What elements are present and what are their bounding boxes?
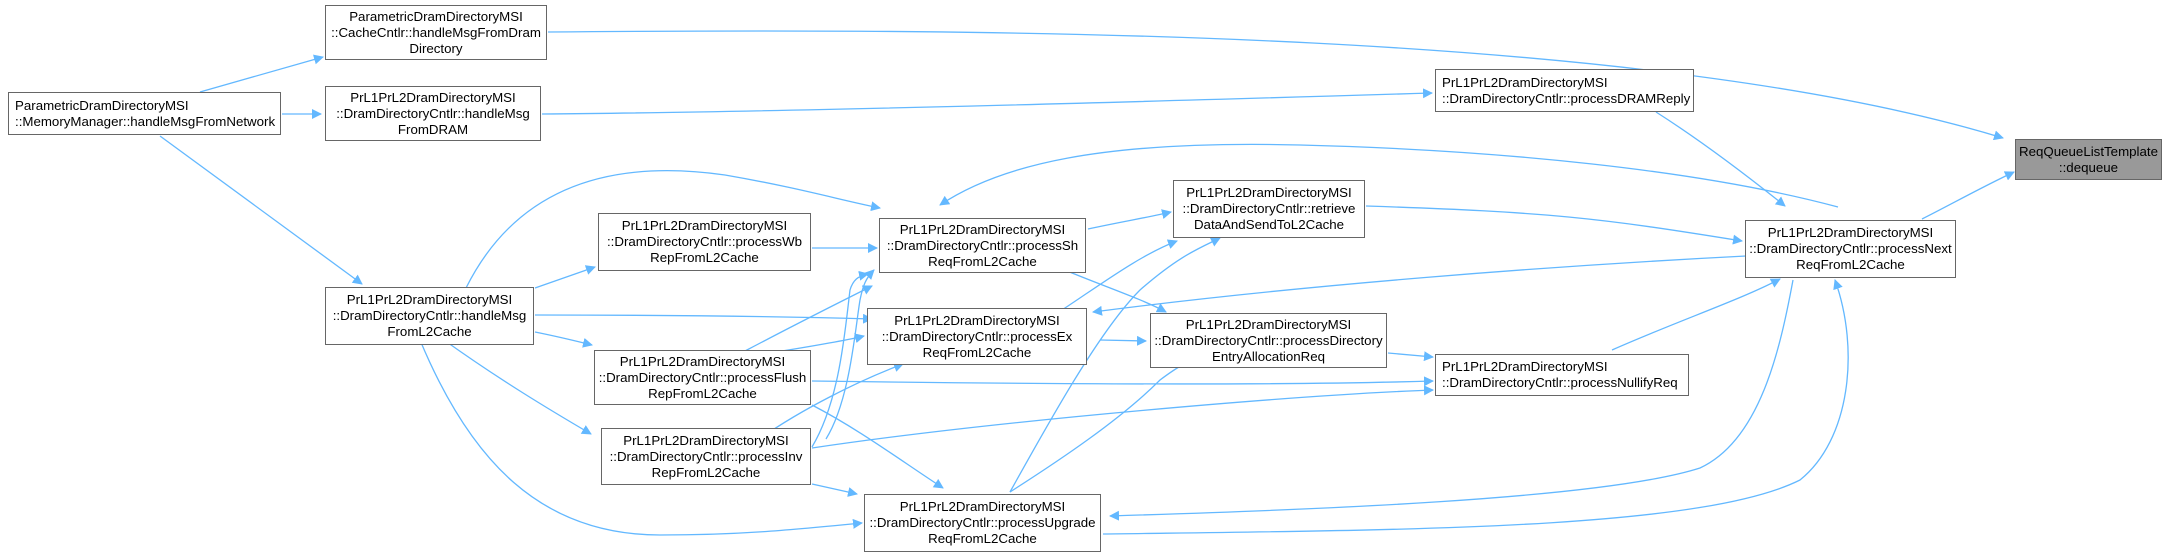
node-label-line: FromL2Cache (387, 324, 472, 339)
node-label-line: PrL1PrL2DramDirectoryMSI (899, 499, 1066, 514)
node-label-line: PrL1PrL2DramDirectoryMSI (346, 292, 513, 307)
edge-retrieve-to-process-next (1365, 205, 1743, 245)
node-label-line: PrL1PrL2DramDirectoryMSI (899, 221, 1066, 237)
node-label-line: ::DramDirectoryCntlr::handleMsg (332, 308, 527, 323)
edge-process-next-to-process-upgrade (1109, 279, 1794, 521)
edge-handle-l2-to-process-ex (534, 313, 873, 324)
edge-handle-l2-to-process-wb (534, 265, 596, 289)
node-label-line: ParametricDramDirectoryMSI (15, 97, 189, 113)
node-label-line: FromDRAM (397, 121, 469, 137)
node-label-line: ReqFromL2Cache (1796, 257, 1905, 272)
node-label-line: PrL1PrL2DramDirectoryMSI (623, 432, 789, 448)
edge-process-flush-to-process-upgrade (811, 404, 944, 489)
node-handlemsgfromdram[interactable]: PrL1PrL2DramDirectoryMSI ::DramDirectory… (325, 86, 541, 141)
edge-handle-l2-to-process-sh (465, 170, 881, 289)
edge-process-next-to-process-sh (939, 143, 1839, 208)
node-processinvrepfroml2cache[interactable]: PrL1PrL2DramDirectoryMSI ::DramDirectory… (601, 428, 811, 485)
node-processwbrepfroml2cache[interactable]: PrL1PrL2DramDirectoryMSI ::DramDirectory… (598, 213, 811, 271)
node-label-line: PrL1PrL2DramDirectoryMSI (894, 312, 1060, 328)
edge-process-inv-to-process-upgrade (811, 483, 858, 497)
node-label-line: ::dequeue (2058, 159, 2119, 175)
edge-handle-l2-to-process-flush (534, 331, 593, 348)
node-processupgradereqfroml2cache[interactable]: PrL1PrL2DramDirectoryMSI ::DramDirectory… (864, 494, 1101, 552)
node-label-line: RepFromL2Cache (650, 250, 759, 265)
node-label-line: ParametricDramDirectoryMSI (349, 8, 523, 24)
node-cachecntlr-handlemsgfromdramdirectory[interactable]: ParametricDramDirectoryMSI ::CacheCntlr:… (325, 5, 547, 60)
node-label-line: ::DramDirectoryCntlr::handleMsg (336, 105, 530, 121)
node-label-line: EntryAllocationReq (1211, 348, 1326, 364)
edge-process-inv-to-process-nullify (811, 385, 1434, 449)
node-processnullifyreq[interactable]: PrL1PrL2DramDirectoryMSI ::DramDirectory… (1435, 354, 1689, 396)
node-label-line: ::DramDirectoryCntlr::processWb (606, 234, 803, 249)
node-label-line: RepFromL2Cache (648, 385, 757, 401)
edge-mm-handle-to-handle-l2 (159, 135, 363, 285)
edge-process-upgrade-to-process-dir-alloc (1009, 354, 1201, 493)
node-label-line: ReqFromL2Cache (928, 531, 1037, 546)
edge-process-next-to-dequeue (1921, 171, 2015, 220)
edge-cache-handle-to-dequeue (547, 30, 2004, 141)
node-label-line: PrL1PrL2DramDirectoryMSI (619, 353, 786, 369)
node-label-line: PrL1PrL2DramDirectoryMSI (1442, 359, 1608, 374)
edge-process-sh-to-process-dir-alloc (1059, 267, 1167, 313)
node-label-line: ::MemoryManager::handleMsgFromNetwork (15, 113, 276, 129)
edge-process-ex-to-retrieve (1061, 239, 1178, 311)
node-label-line: PrL1PrL2DramDirectoryMSI (1185, 316, 1352, 332)
node-label-line: ::DramDirectoryCntlr::processDRAMReply (1442, 90, 1691, 106)
node-label-line: ::DramDirectoryCntlr::processNext (1749, 241, 1952, 256)
edge-mm-handle-to-cache-handle (199, 54, 324, 93)
edge-handle-dram-to-process-dram-reply (541, 88, 1433, 115)
edge-process-sh-to-retrieve (1087, 209, 1172, 230)
node-label-line: DataAndSendToL2Cache (1193, 217, 1345, 232)
node-label-line: PrL1PrL2DramDirectoryMSI (1767, 225, 1934, 240)
node-processshreqfroml2cache[interactable]: PrL1PrL2DramDirectoryMSI ::DramDirectory… (879, 218, 1086, 273)
node-label-line: ::DramDirectoryCntlr::processInv (609, 448, 803, 464)
node-processdramreply[interactable]: PrL1PrL2DramDirectoryMSI ::DramDirectory… (1435, 69, 1694, 112)
node-label-line: ReqFromL2Cache (928, 253, 1037, 269)
edge-process-upgrade-to-process-next (1102, 279, 1849, 535)
edge-handle-l2-to-process-inv (443, 339, 592, 435)
edge-process-flush-to-process-sh (744, 285, 873, 352)
node-processflushrepfroml2cache[interactable]: PrL1PrL2DramDirectoryMSI ::DramDirectory… (594, 350, 811, 405)
node-label-line: RepFromL2Cache (651, 464, 761, 480)
node-label-line: Directory (409, 40, 463, 56)
node-label-line: PrL1PrL2DramDirectoryMSI (621, 218, 788, 233)
edge-process-ex-to-process-dir-alloc (1099, 335, 1147, 346)
node-label-line: ::DramDirectoryCntlr::processSh (886, 237, 1079, 253)
node-label-line: PrL1PrL2DramDirectoryMSI (1442, 74, 1608, 90)
edge-process-nullify-to-process-next (1611, 278, 1781, 351)
node-processnextreqfroml2cache[interactable]: PrL1PrL2DramDirectoryMSI ::DramDirectory… (1745, 220, 1956, 278)
edge-process-upgrade-to-process-sh (811, 270, 869, 448)
edge-process-next-to-process-ex (1092, 255, 1747, 316)
node-handlemsgfroml2cache[interactable]: PrL1PrL2DramDirectoryMSI ::DramDirectory… (325, 287, 534, 345)
node-label-line: PrL1PrL2DramDirectoryMSI (1186, 185, 1352, 200)
node-label-line: ::CacheCntlr::handleMsgFromDram (331, 24, 541, 40)
node-processexreqfroml2cache[interactable]: PrL1PrL2DramDirectoryMSI ::DramDirectory… (867, 308, 1087, 365)
node-label-line: ::DramDirectoryCntlr::processFlush (598, 369, 807, 385)
node-label-line: ::DramDirectoryCntlr::processEx (881, 328, 1073, 344)
node-processdirectoryentryallocationreq[interactable]: PrL1PrL2DramDirectoryMSI ::DramDirectory… (1150, 313, 1387, 368)
node-reqqueuelisttemplate-dequeue[interactable]: ReqQueueListTemplate ::dequeue (2015, 139, 2162, 180)
node-memorymanager-handlemsgfromnetwork[interactable]: ParametricDramDirectoryMSI ::MemoryManag… (8, 92, 281, 135)
node-label-line: ReqQueueListTemplate (2019, 143, 2158, 159)
edge-process-dram-reply-to-process-next (1655, 111, 1786, 207)
edge-process-flush-to-process-nullify (811, 376, 1434, 387)
node-label-line: ::DramDirectoryCntlr::processUpgrade (869, 515, 1096, 530)
node-label-line: ::DramDirectoryCntlr::processDirectory (1154, 332, 1383, 348)
edge-process-dir-alloc-to-process-nullify (1387, 351, 1434, 362)
node-retrievedataandsendtol2cache[interactable]: PrL1PrL2DramDirectoryMSI ::DramDirectory… (1173, 180, 1365, 238)
node-label-line: PrL1PrL2DramDirectoryMSI (350, 89, 516, 105)
node-label-line: ::DramDirectoryCntlr::retrieve (1182, 201, 1356, 216)
node-label-line: ::DramDirectoryCntlr::processNullifyReq (1442, 375, 1678, 390)
edge-handle-l2-to-process-upgrade (419, 339, 863, 536)
node-label-line: ReqFromL2Cache (922, 344, 1032, 360)
edge-process-upgrade-to-retrieve (1009, 237, 1221, 493)
